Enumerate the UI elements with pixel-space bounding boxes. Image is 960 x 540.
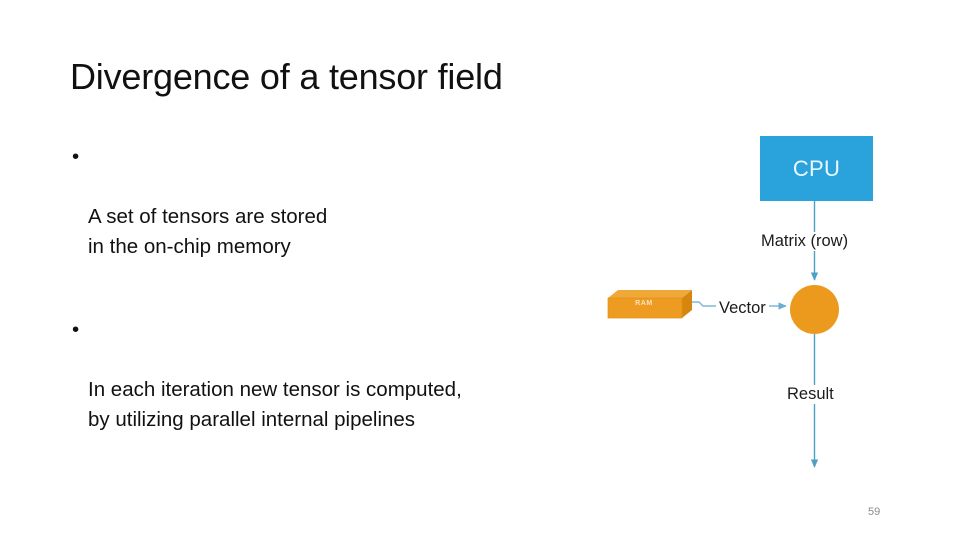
page-number: 59: [868, 506, 881, 518]
list-item-text: A set of tensors are stored in the on-ch…: [88, 205, 328, 259]
node-cpu[interactable]: CPU: [760, 136, 873, 201]
list-item: • A set of tensors are stored in the on-…: [70, 142, 590, 263]
edge-label-result: Result: [784, 385, 837, 404]
list-item: • In each iteration new tensor is comput…: [70, 315, 590, 436]
list-item-text: In each iteration new tensor is computed…: [88, 377, 462, 431]
ram-cube-shape: [607, 290, 692, 319]
node-ram[interactable]: RAM: [608, 292, 692, 318]
bullet-marker-icon: •: [72, 145, 80, 168]
edge-label-matrix-row: Matrix (row): [758, 232, 852, 251]
architecture-diagram: CPU RAM Matrix (row) Vector Result: [590, 120, 960, 490]
node-cpu-label: CPU: [792, 155, 841, 181]
bullet-marker-icon: •: [72, 317, 80, 341]
node-compute-circle[interactable]: [790, 285, 839, 334]
bullet-list: • A set of tensors are stored in the on-…: [70, 142, 590, 435]
page-title: Divergence of a tensor field: [70, 56, 503, 97]
diagram-connectors: [607, 201, 819, 468]
node-ram-label: RAM: [635, 300, 653, 307]
edge-label-vector: Vector: [716, 299, 769, 318]
